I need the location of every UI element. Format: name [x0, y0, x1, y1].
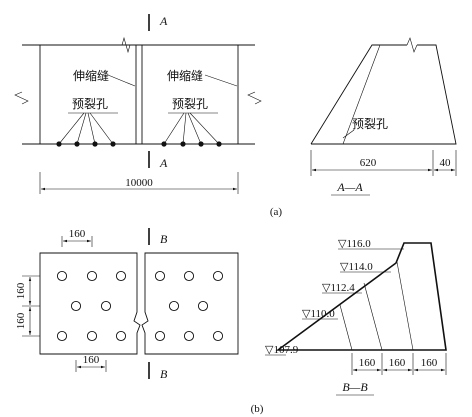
section-a-dim-620: 620 — [360, 157, 377, 169]
blast-hole — [154, 330, 166, 342]
elevation-112: ▽112.4 — [322, 282, 355, 294]
blast-hole — [183, 330, 195, 342]
presplit-hole — [74, 141, 80, 147]
section-b-dim-160-1: 160 — [359, 357, 376, 369]
section-a-dim-40: 40 — [440, 157, 452, 169]
figure-b-section: ▽116.0 ▽114.0 ▽112.4 ▽110.0 ▽107.9 160 1… — [265, 238, 447, 396]
elevation-110: ▽110.0 — [302, 308, 335, 320]
presplit-hole — [180, 141, 186, 147]
hole-leader-left-3 — [87, 112, 96, 145]
blast-hole — [86, 270, 98, 282]
elevation-114: ▽114.0 — [340, 261, 373, 273]
blast-hole — [168, 300, 180, 312]
presplit-hole — [198, 141, 204, 147]
plan-b-left-block — [39, 252, 141, 355]
plan-a-break-left — [14, 91, 29, 105]
dim-top-160: 160 — [69, 228, 86, 240]
section-b-dim-160-2: 160 — [389, 357, 406, 369]
section-a-break-top — [406, 37, 418, 53]
presplit-hole — [110, 141, 116, 147]
hole-leader-right-3 — [187, 112, 202, 145]
joint-leader-right — [204, 74, 238, 87]
section-a-label-top: A — [159, 14, 168, 28]
plan-b-right-block — [141, 252, 239, 355]
figure-a-section: 预裂孔 620 40 A—A — [310, 37, 457, 196]
hole-leader-left-1 — [58, 112, 85, 145]
presplit-hole — [56, 141, 62, 147]
section-b-hole-line-2 — [363, 282, 383, 351]
presplit-holes-row — [56, 141, 222, 147]
hole-leader-left-4 — [89, 112, 114, 145]
figure-b-plan: B B 160 160 160 160 — [15, 228, 239, 381]
section-b-hole-line-3 — [339, 304, 353, 351]
section-b-hole-line-1 — [396, 261, 414, 351]
caption-a: (a) — [270, 206, 283, 218]
blast-hole — [212, 270, 224, 282]
plan-a-break-top-left — [121, 36, 131, 54]
elevation-116: ▽116.0 — [338, 238, 371, 250]
blast-hole — [183, 270, 195, 282]
figure-a-plan: A A 伸缩缝 伸缩缝 预裂孔 预裂孔 10000 — [14, 14, 262, 194]
blast-hole — [70, 300, 82, 312]
hole-leader-right-4 — [189, 112, 220, 145]
caption-b: (b) — [251, 403, 264, 415]
dim-bottom-160: 160 — [83, 354, 100, 366]
blast-hole — [197, 300, 209, 312]
hole-leader-right-1 — [163, 112, 185, 145]
section-b-label-bottom: B — [160, 367, 168, 381]
presplit-hole — [161, 141, 167, 147]
section-b-outline — [275, 242, 447, 351]
section-b-title: B—B — [342, 380, 368, 394]
section-b-label-top: B — [160, 232, 168, 246]
plan-b-holes-left — [56, 270, 127, 342]
section-a-slope-outline — [310, 44, 407, 145]
blast-hole — [154, 270, 166, 282]
plan-b-holes-right — [154, 270, 224, 342]
blast-hole — [115, 270, 127, 282]
section-a-hole-leader — [342, 129, 355, 139]
section-a-hole-label: 预裂孔 — [352, 117, 388, 131]
section-a-presplit-line — [342, 44, 381, 145]
dim-left-upper-160: 160 — [15, 282, 27, 299]
section-a-label-bottom: A — [159, 156, 168, 170]
section-a-title: A—A — [336, 180, 363, 194]
section-b-dim-160-3: 160 — [421, 357, 438, 369]
joint-label-left: 伸缩缝 — [73, 68, 109, 83]
hole-leader-right-2 — [182, 112, 187, 145]
hole-leader-left-2 — [76, 112, 87, 145]
blast-hole — [56, 270, 68, 282]
joint-leader-left — [107, 74, 136, 87]
blast-hole — [100, 300, 112, 312]
hole-label-right: 预裂孔 — [172, 97, 208, 111]
blast-hole — [56, 330, 68, 342]
presplit-hole — [92, 141, 98, 147]
blast-hole — [115, 330, 127, 342]
blast-hole — [212, 330, 224, 342]
elevation-107: ▽107.9 — [265, 344, 299, 356]
presplit-hole — [216, 141, 222, 147]
joint-label-right: 伸缩缝 — [167, 68, 203, 83]
hole-label-left: 预裂孔 — [72, 97, 108, 111]
blast-hole — [86, 330, 98, 342]
dim-10000-label: 10000 — [125, 177, 153, 189]
plan-a-break-right — [247, 91, 262, 105]
dim-left-lower-160: 160 — [15, 312, 27, 329]
section-a-right-outline — [311, 44, 457, 145]
